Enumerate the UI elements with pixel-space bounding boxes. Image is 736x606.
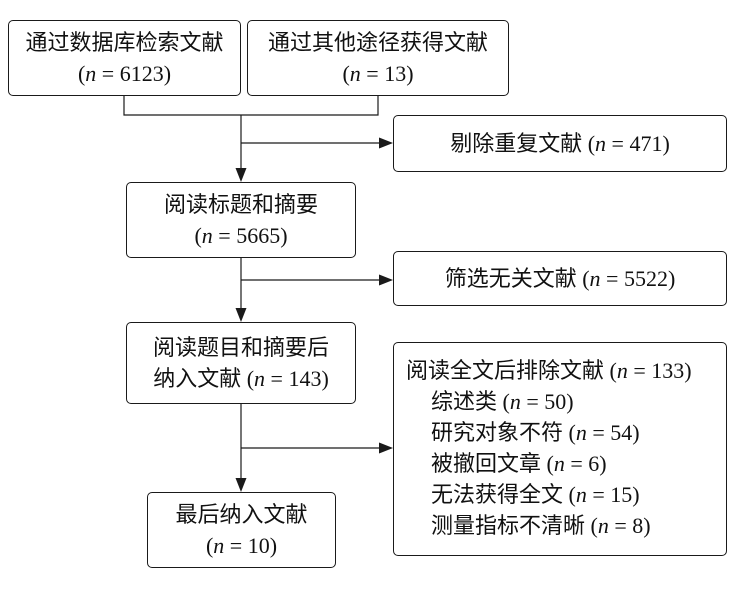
exclusion-reason: 被撤回文章 (n = 6) — [406, 448, 607, 479]
count-open: ( — [576, 266, 590, 291]
count-open: ( — [342, 61, 350, 86]
box-text: 筛选无关文献 (n = 5522) — [445, 263, 676, 294]
count-value: = 54) — [586, 420, 640, 445]
arrowhead-down — [235, 308, 247, 322]
record-count: (n = 13) — [342, 58, 413, 89]
box-label: 阅读标题和摘要 — [163, 192, 318, 217]
count-variable: n — [575, 482, 587, 507]
count-open: ( — [582, 131, 596, 156]
count-variable: n — [201, 223, 213, 248]
included-after-screening-box: 阅读题目和摘要后 纳入文献 (n = 143) — [126, 322, 356, 404]
box-label: 筛选无关文献 — [444, 266, 577, 291]
count-open: ( — [604, 358, 617, 383]
box-label: 最后纳入文献 — [175, 502, 308, 527]
reason-label: 测量指标不清晰 — [431, 513, 586, 538]
box-label: 通过数据库检索文献 — [25, 30, 224, 55]
count-variable: n — [616, 358, 628, 383]
box-label: 剔除重复文献 — [450, 131, 583, 156]
count-open: ( — [241, 366, 255, 391]
count-variable: n — [575, 420, 587, 445]
count-variable: n — [213, 533, 225, 558]
title-abstract-reading-box: 阅读标题和摘要 (n = 5665) — [126, 182, 356, 258]
irrelevant-excluded-box: 筛选无关文献 (n = 5522) — [393, 251, 727, 306]
count-open: ( — [205, 533, 214, 558]
reason-label: 无法获得全文 — [431, 482, 564, 507]
final-included-box: 最后纳入文献 (n = 10) — [147, 492, 336, 568]
exclusion-reason: 测量指标不清晰 (n = 8) — [406, 510, 651, 541]
count-value: = 15) — [586, 482, 640, 507]
count-variable: n — [85, 61, 97, 86]
other-sources-box: 通过其他途径获得文献 (n = 13) — [247, 20, 509, 96]
arrowhead-right — [379, 274, 393, 286]
merge-connector — [123, 96, 379, 116]
record-count: (n = 6123) — [78, 58, 171, 89]
duplicates-removed-box: 剔除重复文献 (n = 471) — [393, 115, 727, 172]
box-text: 剔除重复文献 (n = 471) — [450, 128, 670, 159]
box-label: 通过其他途径获得文献 — [267, 30, 488, 55]
count-variable: n — [597, 513, 609, 538]
count-open: ( — [497, 389, 510, 414]
count-variable: n — [595, 131, 607, 156]
count-open: ( — [541, 451, 554, 476]
arrowhead-down — [235, 478, 247, 492]
count-value: = 5665) — [212, 223, 288, 248]
count-open: ( — [77, 61, 86, 86]
count-variable: n — [509, 389, 521, 414]
exclusion-reason: 无法获得全文 (n = 15) — [406, 479, 640, 510]
fulltext-excluded-box: 阅读全文后排除文献 (n = 133) 综述类 (n = 50) 研究对象不符 … — [393, 342, 727, 556]
reason-label: 被撤回文章 — [431, 451, 542, 476]
box-heading: 阅读全文后排除文献 (n = 133) — [406, 355, 692, 386]
count-value: = 8) — [608, 513, 651, 538]
reason-label: 研究对象不符 — [431, 420, 564, 445]
count-value: = 471) — [606, 131, 670, 156]
count-variable: n — [589, 266, 601, 291]
count-value: = 50) — [520, 389, 574, 414]
count-open: ( — [563, 420, 576, 445]
count-value: = 133) — [627, 358, 692, 383]
count-value: = 6123) — [96, 61, 172, 86]
count-open: ( — [563, 482, 576, 507]
count-value: = 10) — [224, 533, 278, 558]
record-count: (n = 5665) — [194, 220, 287, 251]
arrowhead-down — [235, 168, 247, 182]
count-value: = 6) — [564, 451, 607, 476]
count-open: ( — [194, 223, 202, 248]
count-value: = 5522) — [600, 266, 676, 291]
database-search-box: 通过数据库检索文献 (n = 6123) — [8, 20, 241, 96]
exclusion-reason: 综述类 (n = 50) — [406, 386, 574, 417]
reason-label: 综述类 — [431, 389, 498, 414]
exclusion-reason: 研究对象不符 (n = 54) — [406, 417, 640, 448]
count-variable: n — [349, 61, 361, 86]
arrowhead-right — [379, 137, 393, 149]
box-label: 纳入文献 — [153, 366, 242, 391]
count-open: ( — [585, 513, 598, 538]
box-label: 阅读全文后排除文献 — [406, 358, 605, 383]
box-label: 阅读题目和摘要后 — [152, 335, 329, 360]
count-value: = 143) — [265, 366, 329, 391]
arrowhead-right — [379, 442, 393, 454]
count-value: = 13) — [360, 61, 414, 86]
record-count: (n = 10) — [206, 530, 277, 561]
count-variable: n — [553, 451, 565, 476]
count-variable: n — [254, 366, 266, 391]
box-text: 纳入文献 (n = 143) — [153, 363, 329, 394]
